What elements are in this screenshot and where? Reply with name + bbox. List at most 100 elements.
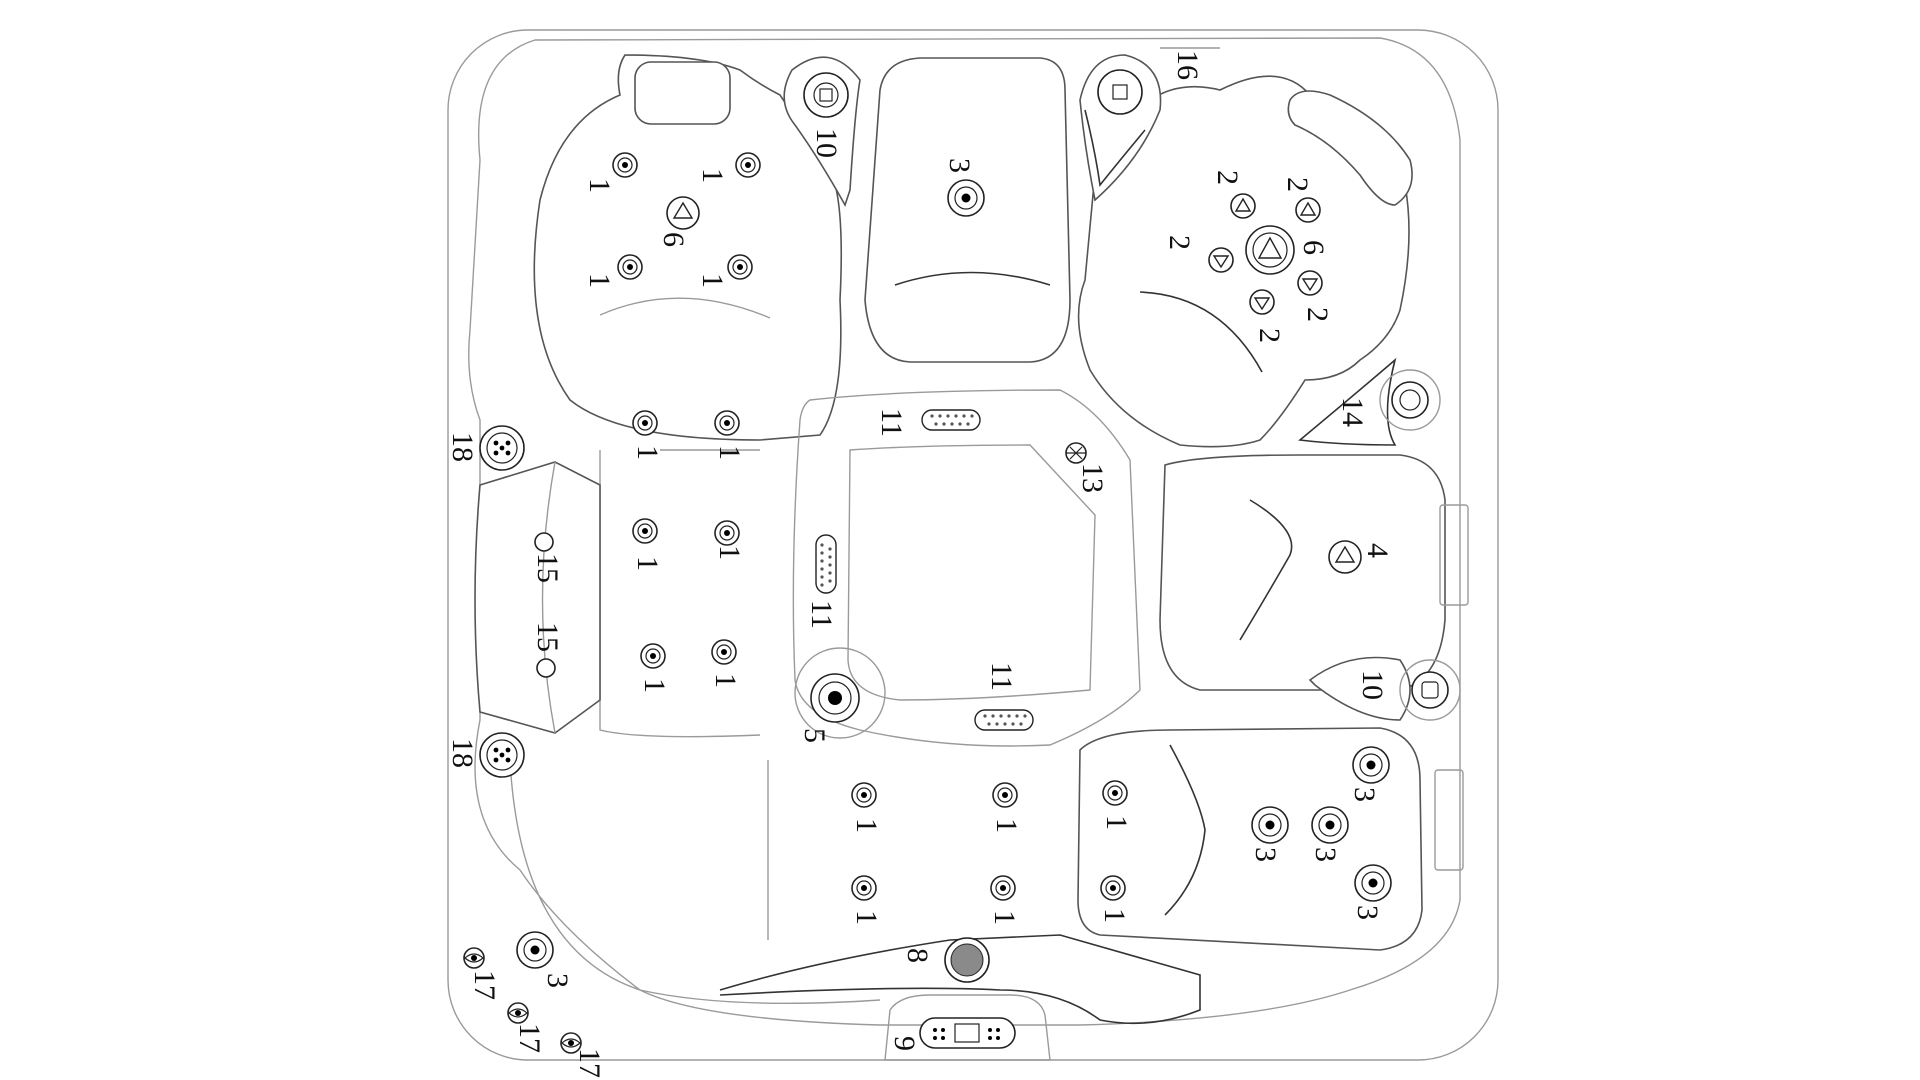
label-jet-small: 1 [850, 818, 883, 833]
jet-medium [1311, 806, 1349, 844]
jet-medium [516, 931, 554, 969]
label-diverter-valve: 10 [1356, 670, 1389, 700]
jet-mini [1230, 193, 1256, 219]
filter-grille-left [815, 534, 837, 594]
jet-neck [794, 647, 886, 739]
label-waterfall: 15 [531, 622, 564, 652]
label-led-lights: 17 [513, 1023, 546, 1053]
jets-medium [516, 179, 1392, 969]
label-control-panel: 9 [888, 1036, 921, 1051]
label-jet-small: 1 [631, 445, 664, 460]
air-control-knob[interactable] [1298, 357, 1441, 446]
jet-medium [1352, 746, 1390, 784]
jet-rotary-left [666, 196, 700, 230]
jet-small [727, 254, 753, 280]
jet-small [992, 782, 1018, 808]
light-fixture [1065, 442, 1087, 464]
jet-small [1100, 875, 1126, 901]
label-jet-small: 1 [696, 273, 729, 288]
bottom-step [719, 934, 1201, 1061]
label-filter-grille: 11 [805, 600, 838, 629]
label-jet-mini: 2 [1163, 235, 1196, 250]
label-jet-mini: 2 [1301, 307, 1334, 322]
seat-top-right [1077, 75, 1413, 448]
label-jet-neck: 5 [798, 728, 831, 743]
label-jet-mini: 2 [1253, 328, 1286, 343]
jet-large [1328, 540, 1362, 574]
filter-grille-top [921, 409, 981, 431]
speaker-lower [479, 732, 525, 778]
label-jet-small: 1 [631, 556, 664, 571]
label-jet-large: 4 [1361, 543, 1394, 558]
label-jet-small: 1 [850, 910, 883, 925]
label-speaker: 18 [446, 738, 479, 768]
label-skimmer: 16 [1171, 50, 1204, 80]
labels: 1 1 1 1 1 1 1 1 1 1 1 1 1 1 1 1 2 2 2 2 … [446, 50, 1394, 1078]
label-jet-small: 1 [990, 818, 1023, 833]
label-jet-small: 1 [713, 445, 746, 460]
jet-small [735, 152, 761, 178]
jet-mini [1295, 197, 1321, 223]
jet-rotary-right [1245, 225, 1295, 275]
filter-grille-bottom [974, 709, 1034, 731]
label-led-lights: 17 [468, 970, 501, 1000]
label-air-control: 14 [1336, 397, 1369, 427]
label-jet-medium: 3 [1348, 787, 1381, 802]
jets-mini [1208, 193, 1323, 315]
label-jet-mini: 2 [1281, 177, 1314, 192]
label-light: 13 [1076, 463, 1109, 493]
jet-small [851, 782, 877, 808]
label-jet-small: 1 [713, 545, 746, 560]
diverter-valve-right[interactable] [1308, 656, 1461, 721]
jet-small [632, 410, 658, 436]
label-jet-medium: 3 [1249, 847, 1282, 862]
suction-grille [944, 937, 990, 983]
jet-small [632, 518, 658, 544]
jet-small [612, 152, 638, 178]
label-jet-mini: 2 [1211, 170, 1244, 185]
label-jet-medium: 3 [1309, 847, 1342, 862]
label-jet-medium: 3 [943, 158, 976, 173]
jet-small [711, 639, 737, 665]
label-filter-grille: 11 [985, 662, 1018, 691]
jet-medium [947, 179, 985, 217]
seat-bottom-right [1077, 727, 1464, 951]
seat-top-left [533, 54, 843, 441]
label-jet-medium: 3 [1351, 905, 1384, 920]
jet-small [640, 643, 666, 669]
jets-small [612, 152, 1128, 901]
label-jet-medium: 3 [541, 973, 574, 988]
led-light-3 [560, 1032, 582, 1054]
label-led-lights: 17 [573, 1048, 606, 1078]
control-panel[interactable] [919, 1017, 1016, 1049]
jet-medium [1251, 806, 1289, 844]
jet-mini [1249, 289, 1275, 315]
label-jet-small: 1 [1100, 815, 1133, 830]
jet-small [714, 410, 740, 436]
jet-small [990, 875, 1016, 901]
seat-right-middle [1159, 454, 1469, 691]
label-speaker: 18 [446, 432, 479, 462]
speaker-upper [479, 425, 525, 471]
label-jet-rotary: 6 [657, 232, 690, 247]
label-diverter-valve: 10 [810, 128, 843, 158]
label-jet-small: 1 [709, 673, 742, 688]
jet-small [851, 875, 877, 901]
seat-left-lounger [509, 449, 881, 1005]
footwell [792, 389, 1141, 747]
jet-medium [1354, 864, 1392, 902]
waterfall-unit [474, 461, 601, 734]
jet-small [714, 520, 740, 546]
diverter-valve-top-left[interactable] [783, 56, 861, 207]
waterfall-nozzle-bottom [536, 658, 556, 678]
jet-small [1102, 780, 1128, 806]
jets-rotary [666, 196, 1295, 275]
label-suction-grille: 8 [901, 948, 934, 963]
led-light-1 [463, 947, 485, 969]
waterfall-nozzle-top [534, 532, 554, 552]
jet-mini [1208, 247, 1234, 273]
jet-mini [1297, 270, 1323, 296]
label-waterfall: 15 [531, 553, 564, 583]
diverter-valve-top-center[interactable] [1079, 54, 1162, 202]
